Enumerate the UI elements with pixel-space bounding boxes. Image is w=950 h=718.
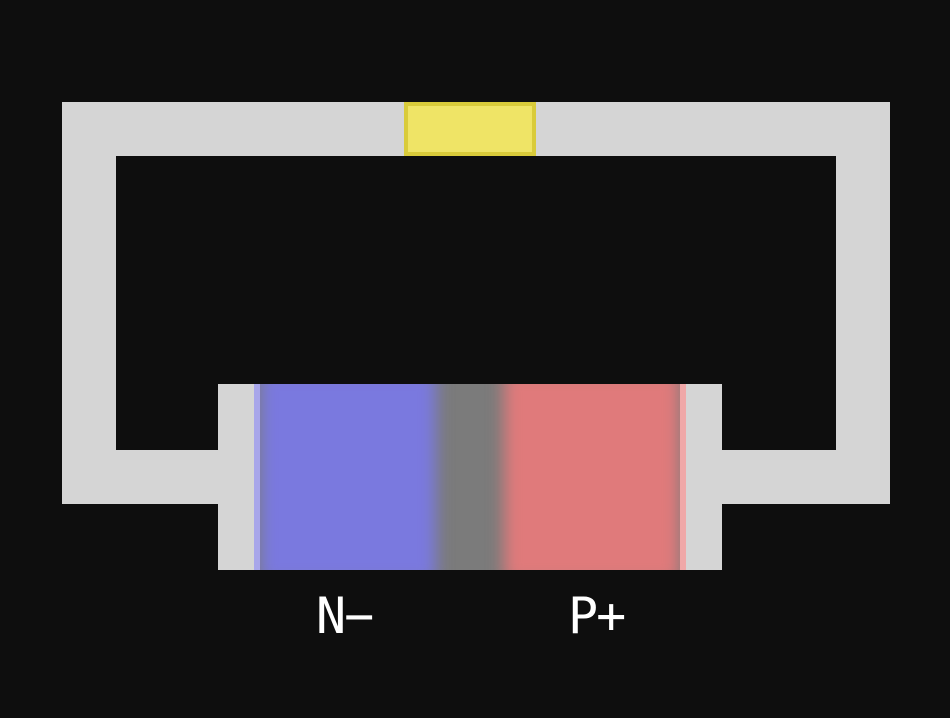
pn-junction — [254, 384, 686, 570]
wire-right — [836, 102, 890, 504]
p-region-label: P+ — [568, 587, 626, 645]
n-region-label: N− — [316, 587, 374, 645]
n-region — [260, 384, 436, 570]
n-region-edge — [254, 384, 260, 570]
wire-left — [62, 102, 116, 504]
wire-bottom-right — [700, 450, 890, 504]
wire-bottom-left — [62, 450, 242, 504]
p-region — [504, 384, 680, 570]
p-region-edge — [680, 384, 686, 570]
bulb-load — [404, 102, 536, 156]
